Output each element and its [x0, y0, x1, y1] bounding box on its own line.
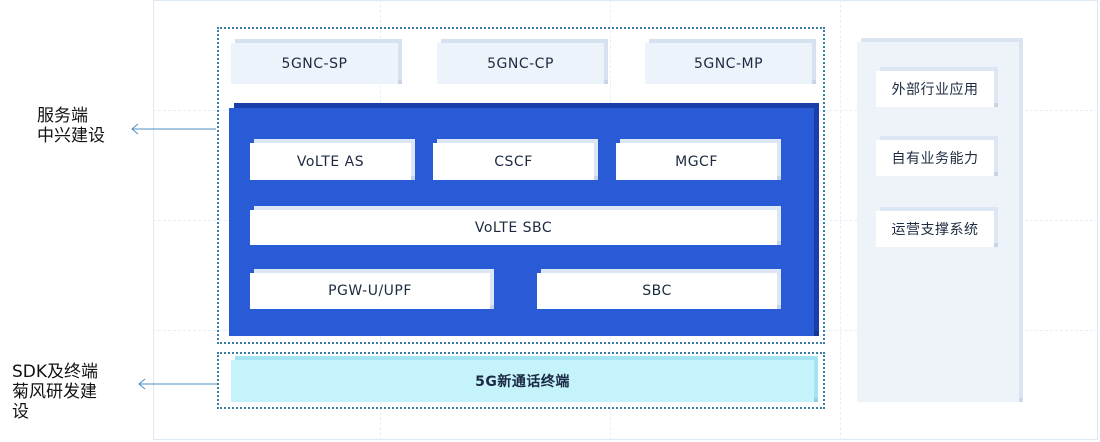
- server-arrow-icon: [131, 123, 216, 135]
- block-5gnc-mp: 5GNC-MP: [645, 43, 812, 84]
- client-label-line: 设: [12, 402, 29, 422]
- server-container: [217, 27, 825, 344]
- block-volte-sbc: VoLTE SBC: [250, 210, 777, 245]
- client-label-line: SDK及终端: [12, 362, 99, 382]
- block-5gnc-cp: 5GNC-CP: [437, 43, 604, 84]
- client-label-line: 菊风研发建: [12, 382, 97, 402]
- side-item-industry-apps: 外部行业应用: [876, 71, 994, 107]
- server-label-line: 服务端: [37, 106, 88, 126]
- block-pgw-upf: PGW-U/UPF: [250, 273, 490, 309]
- block-sbc: SBC: [537, 273, 777, 309]
- block-5g-terminal: 5G新通话终端: [231, 360, 814, 402]
- block-5gnc-sp: 5GNC-SP: [231, 43, 398, 84]
- block-volte-as: VoLTE AS: [250, 143, 411, 180]
- side-item-own-business: 自有业务能力: [876, 140, 994, 176]
- client-side-label: SDK及终端 菊风研发建 设: [12, 362, 98, 422]
- block-cscf: CSCF: [433, 143, 594, 180]
- side-item-operations-support: 运营支撑系统: [876, 211, 994, 247]
- block-mgcf: MGCF: [616, 143, 777, 180]
- server-label-line: 中兴建设: [37, 126, 105, 146]
- terminal-container: [217, 352, 825, 409]
- server-side-label: 服务端 中兴建设: [37, 106, 105, 146]
- client-arrow-icon: [138, 378, 218, 390]
